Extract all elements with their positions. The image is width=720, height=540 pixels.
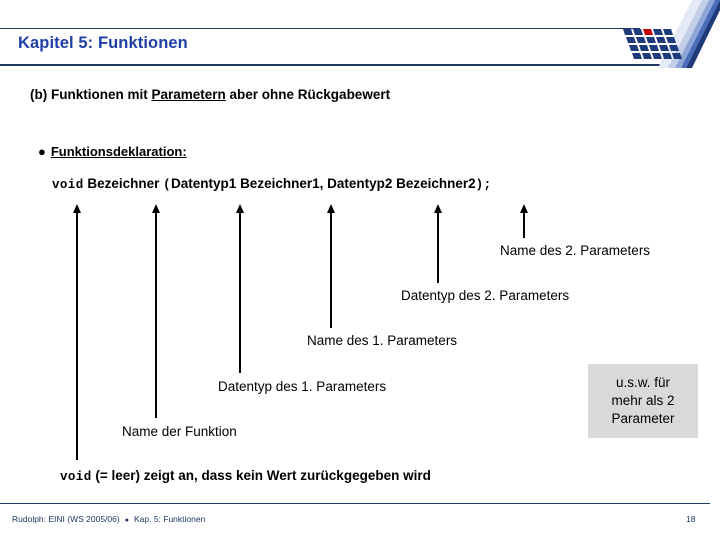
declaration-label: Funktionsdeklaration: — [50, 144, 187, 159]
callout-label: Datentyp des 1. Parameters — [218, 379, 387, 394]
footer-chapter: Kap. 5: Funktionen — [133, 514, 206, 524]
tu-dortmund-logo — [614, 0, 720, 68]
arrow-head-icon — [434, 204, 442, 213]
code-parameters: Datentyp1 Bezeichner1, Datentyp2 Bezeich… — [171, 176, 476, 191]
code-declaration: void Bezeichner (Datentyp1 Bezeichner1, … — [52, 176, 491, 192]
void-explanation: void (= leer) zeigt an, dass kein Wert z… — [60, 468, 431, 484]
callout-label: Name des 1. Parameters — [307, 333, 458, 348]
code-keyword-void: void — [52, 178, 84, 192]
callout-label: Datentyp des 2. Parameters — [401, 288, 570, 303]
note-box-line: mehr als 2 — [611, 393, 675, 409]
note-box-more-parameters: u.s.w. für mehr als 2 Parameter — [588, 364, 698, 438]
page-number: 18 — [686, 514, 696, 524]
section-heading-suffix: aber ohne Rückgabewert — [225, 87, 391, 102]
arrow-shaft — [523, 211, 525, 238]
arrow-shaft — [76, 211, 78, 460]
note-box-line: Parameter — [611, 410, 675, 426]
arrow-shaft — [437, 211, 439, 283]
footer-separator-icon: ● — [124, 517, 129, 524]
arrow-shaft — [155, 211, 157, 418]
arrow-head-icon — [520, 204, 528, 213]
bullet-icon: ● — [38, 144, 46, 159]
arrow-shaft — [239, 211, 241, 373]
code-paren-open: ( — [163, 178, 172, 192]
arrow-shaft — [330, 211, 332, 328]
void-explanation-text: (= leer) zeigt an, dass kein Wert zurück… — [91, 468, 431, 483]
section-heading-underlined: Parametern — [151, 87, 226, 102]
void-keyword: void — [60, 470, 92, 484]
code-function-name: Bezeichner — [83, 176, 164, 191]
arrow-head-icon — [152, 204, 160, 213]
section-heading: (b) Funktionen mit Parametern aber ohne … — [30, 87, 390, 102]
arrow-head-icon — [327, 204, 335, 213]
page-title: Kapitel 5: Funktionen — [18, 34, 188, 52]
footer-course: Rudolph: EINI (WS 2005/06) — [12, 514, 120, 524]
header-rule-top — [0, 28, 640, 29]
code-semicolon: ; — [483, 178, 492, 192]
header-rule-bottom — [0, 64, 682, 66]
note-box-line: u.s.w. für — [615, 375, 671, 391]
section-heading-prefix: (b) Funktionen mit — [30, 87, 152, 102]
footer-rule — [0, 503, 710, 504]
declaration-bullet: ● Funktionsdeklaration: — [38, 144, 187, 159]
arrow-head-icon — [73, 204, 81, 213]
callout-label: Name der Funktion — [122, 424, 237, 439]
callout-label: Name des 2. Parameters — [500, 243, 651, 258]
arrow-head-icon — [236, 204, 244, 213]
code-paren-close: ) — [475, 178, 484, 192]
footer-text: Rudolph: EINI (WS 2005/06) ● Kap. 5: Funkt… — [12, 514, 205, 524]
